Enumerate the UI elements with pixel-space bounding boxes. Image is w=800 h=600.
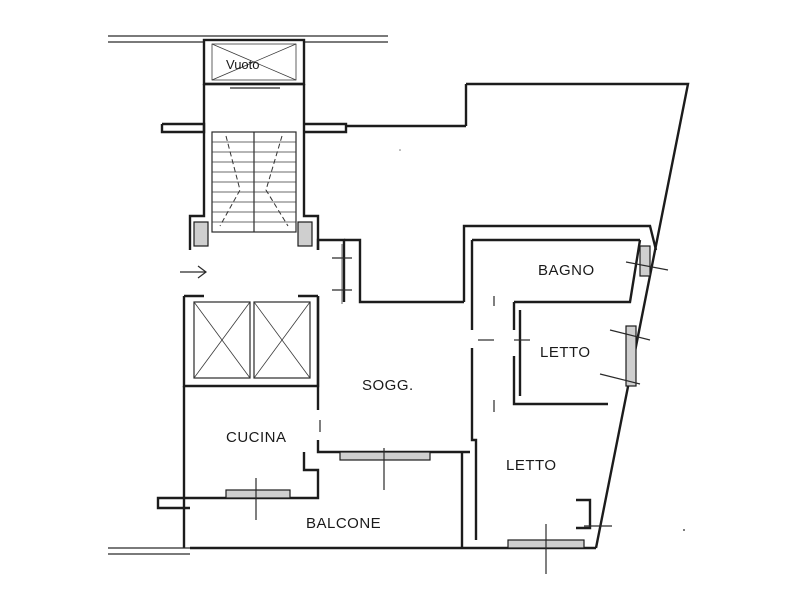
stair-treads [212, 141, 296, 223]
entrance-door [316, 238, 464, 304]
room-label-letto-upper: LETTO [540, 344, 591, 361]
room-label-vuoto: Vuoto [226, 57, 260, 72]
windows [225, 245, 669, 574]
site-boundary-top [108, 35, 388, 43]
room-label-balcone: BALCONE [306, 515, 381, 532]
room-label-cucina: CUCINA [226, 429, 287, 446]
interior-partitions [156, 239, 642, 548]
room-label-soggiorno: SOGG. [362, 377, 414, 394]
apartment-walls [108, 82, 690, 555]
landing-stubs [160, 122, 348, 279]
stairwell [188, 82, 320, 250]
elevator-shafts [182, 294, 320, 388]
room-label-bagno: BAGNO [538, 262, 595, 279]
room-label-letto-lower: LETTO [506, 457, 557, 474]
scan-specks [399, 149, 685, 531]
